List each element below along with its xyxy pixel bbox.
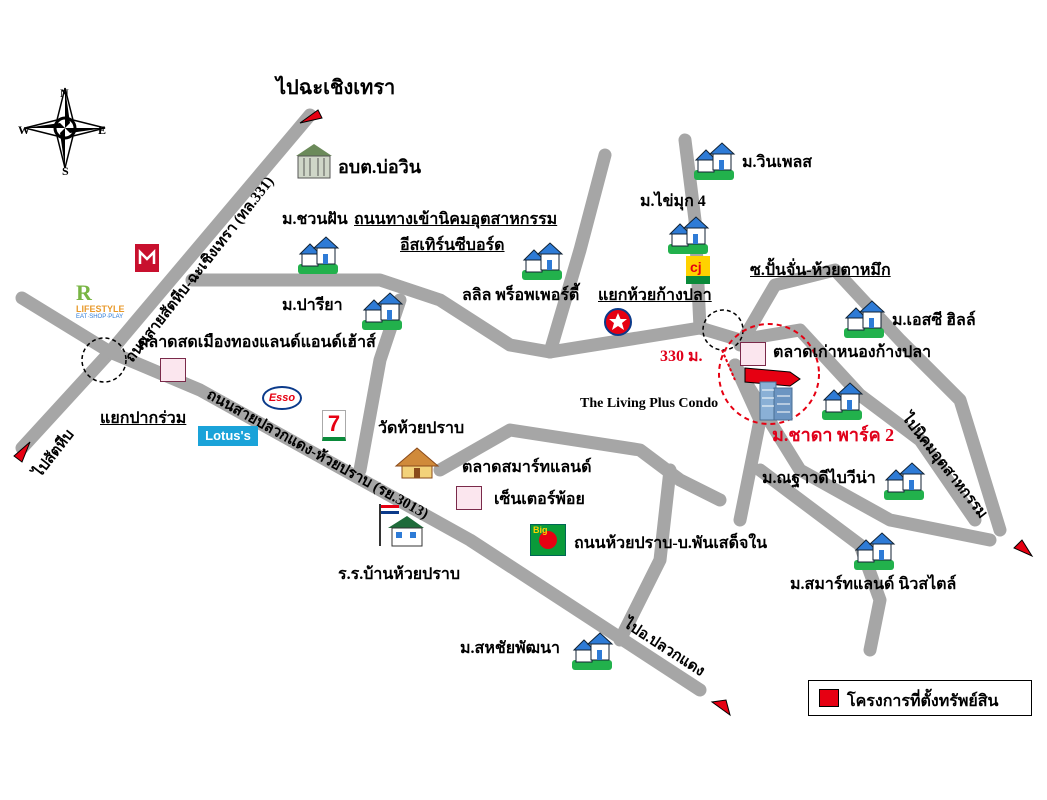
road-huaiprab: [433, 423, 727, 507]
label-m-thawadee: ม.ณฐาวดีไบวีน่า: [762, 470, 876, 487]
svg-text:cj: cj: [690, 259, 702, 275]
gas-station-star-icon: [604, 308, 632, 336]
lifestyle-mall-logo-icon: R LIFESTYLE EAT·SHOP·PLAY: [76, 282, 136, 326]
label-road-huaiprab: ถนนห้วยปราบ-บ.พันเสด็จใน: [574, 535, 768, 552]
label-market-old: ตลาดเก่าหนองก้างปลา: [773, 344, 932, 361]
arrow-pluakdaeng-icon: [710, 699, 731, 717]
housing-icon: [571, 632, 613, 671]
mall-logo-icon: [135, 244, 159, 272]
compass-west: W: [18, 123, 30, 137]
big-c-text: Big: [533, 525, 548, 535]
label-center-poi: เซ็นเตอร์พ้อย: [494, 491, 585, 508]
label-obt-bowin: อบต.บ่อวิน: [338, 157, 422, 177]
compass-rose-icon: [24, 87, 106, 169]
distance-arrow: [721, 349, 736, 381]
arrow-sattahip-icon: [13, 441, 31, 463]
housing-icon: [297, 236, 339, 275]
legend-label: โครงการที่ตั้งทรัพย์สิน: [847, 693, 999, 710]
label-m-khaimuk: ม.ไข่มุก 4: [640, 193, 706, 210]
school-icon: [379, 504, 424, 547]
label-m-winplace: ม.วินเพลส: [742, 154, 813, 171]
arrow-chachoengsao-icon: [299, 109, 323, 124]
label-soi-panjan: ซ.ปั้นจั่น-ห้วยตาหมึก: [750, 262, 891, 279]
compass-east: E: [98, 123, 107, 137]
junction-pakruam-circle: [81, 337, 127, 383]
label-m-chada: ม.ชาดา พาร์ค 2: [772, 425, 895, 445]
housing-icon: [853, 532, 895, 571]
label-the-living-plus: The Living Plus Condo: [580, 396, 719, 411]
lifestyle-sub: EAT·SHOP·PLAY: [76, 314, 124, 320]
road-smartland: [753, 463, 887, 657]
label-road-eastern-seaboard: ถนนทางเข้านิคมอุตสาหกรรม: [354, 211, 558, 228]
arrow-industrial-icon: [1013, 539, 1034, 558]
big-c-logo-icon: Big: [530, 524, 566, 556]
arrows: [13, 109, 1034, 717]
housing-icon: [361, 292, 403, 331]
label-m-smartland: ม.สมาร์ทแลนด์ นิวสไตล์: [790, 576, 957, 593]
housing-icon: [883, 462, 925, 501]
market-icon: [456, 486, 482, 510]
label-market-muangthong: ตลาดสดเมืองทองแลนด์แอนด์เฮ้าส์: [138, 334, 376, 351]
road-331-branch: [15, 291, 117, 359]
legend-swatch: [819, 689, 839, 707]
label-distance-330: 330 ม.: [660, 348, 703, 365]
label-market-smart: ตลาดสมาร์ทแลนด์: [462, 459, 592, 476]
housing-icon: [821, 382, 863, 421]
market-icon: [740, 342, 766, 366]
label-m-sahachai: ม.สหชัยพัฒนา: [460, 640, 561, 657]
road-3013: [103, 345, 707, 697]
label-yaek-pakruam: แยกปากร่วม: [100, 410, 187, 427]
compass-south: S: [62, 164, 69, 178]
label-eastern-seaboard: อีสเทิร์นซีบอร์ด: [400, 237, 505, 254]
housing-icon: [667, 216, 709, 255]
temple-icon: [394, 447, 440, 479]
label-yaek-huaikangpla: แยกห้วยก้างปลา: [598, 287, 712, 304]
housing-icon: [843, 300, 885, 339]
road-north-left: [543, 148, 612, 359]
label-lalin: ลลิล พร็อพเพอร์ตี้: [462, 287, 580, 304]
road-ext-pluak: [613, 463, 677, 647]
label-school: ร.ร.บ้านห้วยปราบ: [338, 566, 461, 583]
label-m-pariya: ม.ปารียา: [282, 297, 343, 314]
lotus-logo-icon: Lotus's: [198, 426, 258, 446]
lifestyle-text: LIFESTYLE: [76, 304, 125, 314]
esso-logo-icon: Esso: [262, 386, 302, 410]
label-m-esc: ม.เอสซี ฮิลล์: [892, 312, 976, 329]
market-icon: [160, 358, 186, 382]
label-wat-huaiprab: วัดห้วยปราบ: [378, 420, 465, 437]
label-m-chuanfun: ม.ชวนฝัน: [282, 211, 348, 228]
condo-building-icon: [759, 381, 793, 421]
cj-store-logo-icon: cj: [686, 256, 710, 284]
government-building-icon: [296, 144, 332, 179]
housing-icon: [693, 142, 735, 181]
property-radius-circle: [718, 323, 820, 425]
label-to-chachoengsao: ไปฉะเชิงเทรา: [276, 77, 396, 99]
property-arrow-icon: [744, 367, 801, 387]
compass-north: N: [60, 86, 69, 100]
housing-icon: [521, 242, 563, 281]
map-legend: โครงการที่ตั้งทรัพย์สิน: [808, 680, 1032, 716]
seven-eleven-logo-icon: 7: [322, 410, 346, 441]
